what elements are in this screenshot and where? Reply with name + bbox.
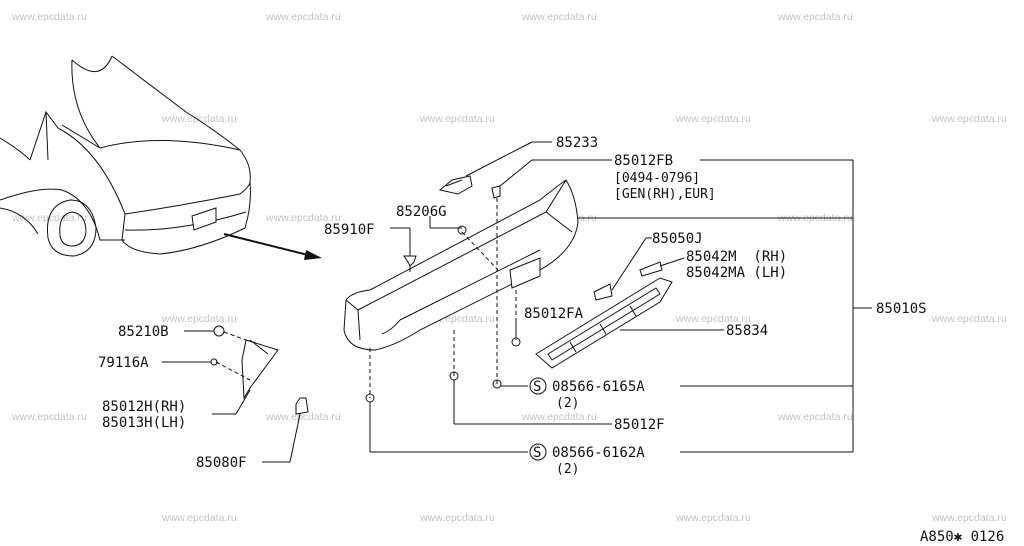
car-rear-illustration [0, 55, 251, 257]
watermark: www.epcdata.ru [419, 512, 495, 524]
bracket-85042M [639, 261, 663, 277]
watermark: www.epcdata.ru [931, 512, 1007, 524]
label-85012FB: 85012FB [614, 153, 673, 169]
s-symbols: S S [529, 377, 547, 461]
label-08566-6162A: 08566-6162A [552, 445, 645, 461]
label-85042MA: 85042MA (LH) [686, 265, 787, 281]
label-85012FB-spec: [GEN(RH),EUR] [614, 187, 716, 202]
assembly-lines [215, 198, 517, 398]
label-85834: 85834 [726, 323, 768, 339]
small-parts [210, 175, 663, 415]
watermark: www.epcdata.ru [161, 313, 237, 325]
label-85080F: 85080F [196, 455, 247, 471]
s-symbol: S [533, 379, 541, 395]
diagram-code: A850✱ 0126 [920, 529, 1004, 545]
watermark: www.epcdata.ru [265, 411, 341, 423]
watermark: www.epcdata.ru [521, 411, 597, 423]
label-08566-6165A-qty: (2) [556, 396, 579, 411]
watermark: www.epcdata.ru [265, 11, 341, 23]
label-85012FA: 85012FA [524, 306, 584, 322]
watermark: www.epcdata.ru [161, 512, 237, 524]
watermark: www.epcdata.ru [931, 313, 1007, 325]
bumper-garnish-85834 [535, 277, 673, 369]
clip-85080F [295, 397, 309, 415]
watermark: www.epcdata.ru [11, 411, 87, 423]
label-85910F: 85910F [324, 222, 375, 238]
direction-arrow [223, 233, 322, 260]
watermark: www.epcdata.ru [777, 411, 853, 423]
callout-labels: 85233 85012FB [0494-0796] [GEN(RH),EUR] … [98, 135, 927, 477]
label-85206G: 85206G [396, 204, 447, 220]
clip-85210B [213, 325, 225, 337]
label-79116A: 79116A [98, 355, 149, 371]
bracket-85012H [241, 339, 279, 400]
label-85012F: 85012F [614, 417, 665, 433]
label-85012FB-date: [0494-0796] [614, 171, 700, 186]
label-85012H: 85012H(RH) [102, 399, 186, 415]
rear-bumper-fascia [343, 179, 579, 351]
bracket-85050J [593, 283, 613, 301]
watermark: www.epcdata.ru [265, 212, 341, 224]
watermark: www.epcdata.ru [675, 313, 751, 325]
watermark: www.epcdata.ru [161, 113, 237, 125]
watermark: www.epcdata.ru [675, 512, 751, 524]
watermark: www.epcdata.ru [521, 11, 597, 23]
s-symbol: S [533, 445, 541, 461]
label-85042M: 85042M (RH) [686, 249, 787, 265]
watermark: www.epcdata.ru [931, 113, 1007, 125]
watermark: www.epcdata.ru [419, 113, 495, 125]
label-08566-6162A-qty: (2) [556, 462, 579, 477]
watermark: www.epcdata.ru [11, 11, 87, 23]
label-85013H: 85013H(LH) [102, 415, 186, 431]
label-85010S: 85010S [876, 301, 927, 317]
label-85210B: 85210B [118, 324, 169, 340]
clip-85206G [457, 225, 467, 235]
leader-lines [162, 141, 872, 463]
s-circle-icon [529, 377, 547, 395]
clip-85012FB [491, 185, 501, 199]
s-circle-icon [529, 443, 547, 461]
clip-85910F [403, 255, 417, 267]
label-85233: 85233 [556, 135, 598, 151]
watermark: www.epcdata.ru [777, 11, 853, 23]
label-08566-6165A: 08566-6165A [552, 379, 645, 395]
watermark: www.epcdata.ru [675, 113, 751, 125]
bracket-85233 [438, 175, 473, 195]
label-85050J: 85050J [652, 231, 703, 247]
